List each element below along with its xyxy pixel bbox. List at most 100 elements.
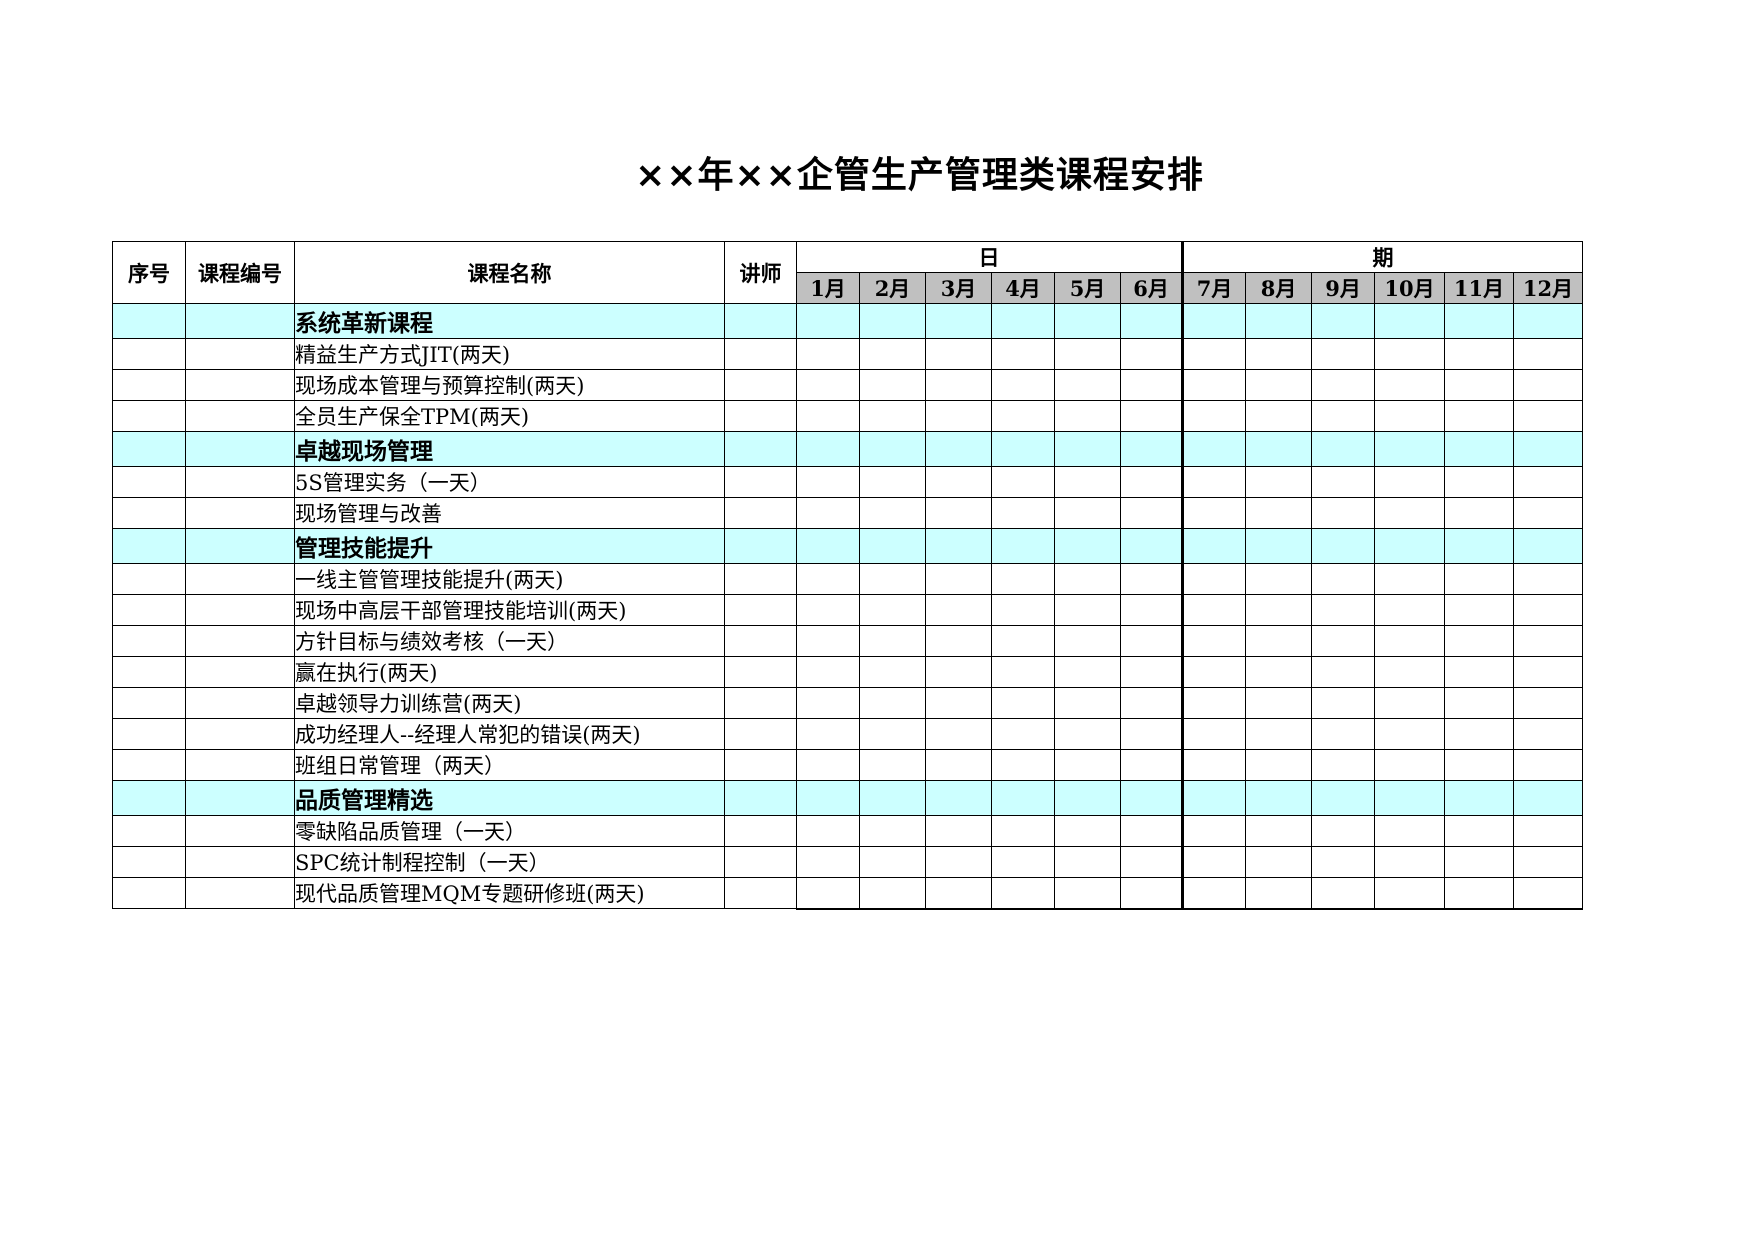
cell-index[interactable] <box>112 303 186 339</box>
cell-month-5[interactable] <box>1054 338 1121 370</box>
cell-month-11[interactable] <box>1444 625 1515 657</box>
cell-month-10[interactable] <box>1374 718 1446 750</box>
cell-month-3[interactable] <box>925 400 992 432</box>
cell-month-12[interactable] <box>1513 656 1584 688</box>
cell-month-12[interactable] <box>1513 846 1584 878</box>
cell-month-9[interactable] <box>1311 528 1376 564</box>
cell-month-11[interactable] <box>1444 303 1515 339</box>
cell-lecturer[interactable] <box>724 625 797 657</box>
cell-lecturer[interactable] <box>724 594 797 626</box>
cell-lecturer[interactable] <box>724 815 797 847</box>
cell-month-3[interactable] <box>925 656 992 688</box>
cell-month-5[interactable] <box>1054 780 1121 816</box>
cell-month-6[interactable] <box>1119 877 1184 910</box>
course-name[interactable]: 现场成本管理与预算控制(两天) <box>294 369 725 401</box>
cell-month-6[interactable] <box>1119 625 1184 657</box>
cell-month-8[interactable] <box>1245 815 1313 847</box>
cell-month-5[interactable] <box>1054 594 1121 626</box>
cell-month-1[interactable] <box>796 369 860 401</box>
cell-month-12[interactable] <box>1513 497 1584 529</box>
cell-index[interactable] <box>112 431 186 467</box>
cell-index[interactable] <box>112 718 186 750</box>
cell-index[interactable] <box>112 497 186 529</box>
cell-month-4[interactable] <box>991 369 1055 401</box>
cell-month-4[interactable] <box>991 749 1055 781</box>
cell-month-2[interactable] <box>859 656 926 688</box>
cell-course-code[interactable] <box>185 594 295 626</box>
cell-month-3[interactable] <box>925 846 992 878</box>
cell-month-11[interactable] <box>1444 466 1515 498</box>
cell-month-3[interactable] <box>925 780 992 816</box>
cell-month-4[interactable] <box>991 563 1055 595</box>
cell-month-3[interactable] <box>925 528 992 564</box>
cell-month-11[interactable] <box>1444 877 1515 910</box>
cell-month-8[interactable] <box>1245 528 1313 564</box>
cell-course-code[interactable] <box>185 400 295 432</box>
cell-month-8[interactable] <box>1245 656 1313 688</box>
cell-lecturer[interactable] <box>724 528 797 564</box>
cell-month-9[interactable] <box>1311 338 1376 370</box>
cell-month-6[interactable] <box>1119 338 1184 370</box>
cell-month-11[interactable] <box>1444 749 1515 781</box>
cell-month-11[interactable] <box>1444 656 1515 688</box>
cell-month-10[interactable] <box>1374 497 1446 529</box>
cell-month-5[interactable] <box>1054 431 1121 467</box>
cell-month-4[interactable] <box>991 400 1055 432</box>
cell-month-2[interactable] <box>859 369 926 401</box>
cell-month-6[interactable] <box>1119 400 1184 432</box>
cell-month-10[interactable] <box>1374 846 1446 878</box>
cell-month-8[interactable] <box>1245 625 1313 657</box>
cell-month-1[interactable] <box>796 815 860 847</box>
cell-month-7[interactable] <box>1181 497 1247 529</box>
cell-month-4[interactable] <box>991 815 1055 847</box>
cell-month-10[interactable] <box>1374 563 1446 595</box>
cell-month-8[interactable] <box>1245 877 1313 910</box>
cell-month-3[interactable] <box>925 687 992 719</box>
category-name[interactable]: 品质管理精选 <box>294 780 725 816</box>
cell-month-6[interactable] <box>1119 656 1184 688</box>
cell-course-code[interactable] <box>185 303 295 339</box>
cell-month-9[interactable] <box>1311 466 1376 498</box>
cell-index[interactable] <box>112 846 186 878</box>
cell-month-1[interactable] <box>796 497 860 529</box>
cell-course-code[interactable] <box>185 563 295 595</box>
cell-month-7[interactable] <box>1181 338 1247 370</box>
cell-month-3[interactable] <box>925 431 992 467</box>
cell-month-8[interactable] <box>1245 563 1313 595</box>
cell-lecturer[interactable] <box>724 718 797 750</box>
cell-index[interactable] <box>112 625 186 657</box>
cell-course-code[interactable] <box>185 877 295 909</box>
cell-month-9[interactable] <box>1311 497 1376 529</box>
cell-month-3[interactable] <box>925 303 992 339</box>
cell-month-4[interactable] <box>991 431 1055 467</box>
cell-lecturer[interactable] <box>724 431 797 467</box>
cell-month-6[interactable] <box>1119 303 1184 339</box>
cell-month-4[interactable] <box>991 338 1055 370</box>
cell-month-4[interactable] <box>991 718 1055 750</box>
cell-lecturer[interactable] <box>724 466 797 498</box>
cell-month-8[interactable] <box>1245 431 1313 467</box>
cell-month-9[interactable] <box>1311 877 1376 910</box>
cell-course-code[interactable] <box>185 497 295 529</box>
cell-month-7[interactable] <box>1181 528 1247 564</box>
cell-index[interactable] <box>112 400 186 432</box>
cell-month-4[interactable] <box>991 625 1055 657</box>
cell-month-12[interactable] <box>1513 400 1584 432</box>
cell-month-8[interactable] <box>1245 497 1313 529</box>
cell-month-3[interactable] <box>925 815 992 847</box>
cell-month-9[interactable] <box>1311 687 1376 719</box>
cell-month-3[interactable] <box>925 338 992 370</box>
cell-month-2[interactable] <box>859 338 926 370</box>
course-name[interactable]: 5S管理实务（一天） <box>294 466 725 498</box>
cell-month-3[interactable] <box>925 497 992 529</box>
cell-month-5[interactable] <box>1054 497 1121 529</box>
cell-month-12[interactable] <box>1513 877 1584 910</box>
cell-index[interactable] <box>112 877 186 909</box>
cell-month-3[interactable] <box>925 563 992 595</box>
cell-month-1[interactable] <box>796 749 860 781</box>
cell-course-code[interactable] <box>185 625 295 657</box>
course-name[interactable]: 成功经理人--经理人常犯的错误(两天) <box>294 718 725 750</box>
cell-month-11[interactable] <box>1444 338 1515 370</box>
cell-month-1[interactable] <box>796 687 860 719</box>
cell-month-12[interactable] <box>1513 528 1584 564</box>
